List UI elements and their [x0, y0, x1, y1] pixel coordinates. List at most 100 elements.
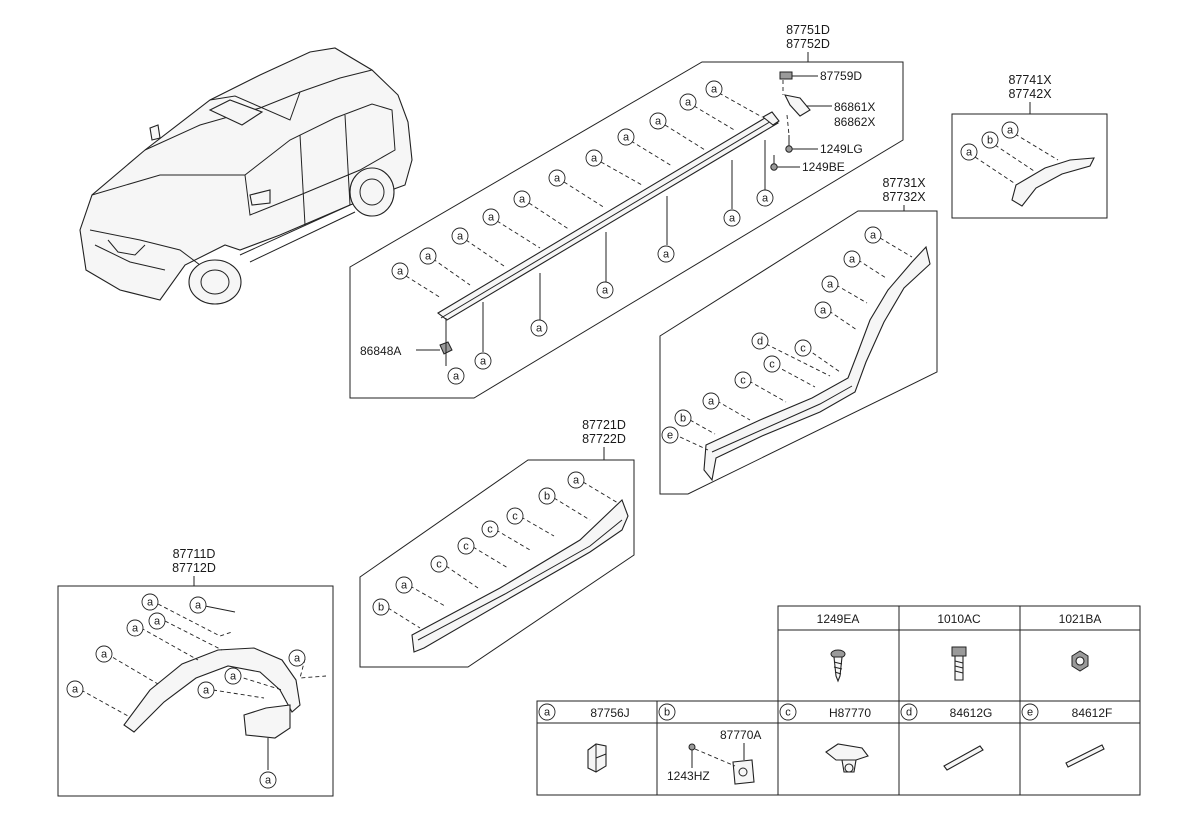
callout-a: a [530, 319, 548, 337]
part-number: 1249LG [820, 142, 863, 156]
callout-letter: a [849, 254, 856, 266]
callout-letter: b [664, 707, 670, 719]
callout-c: c [457, 537, 475, 555]
callout-letter: b [987, 135, 993, 147]
callout-a: a [548, 169, 566, 187]
callout-letter: c [463, 541, 469, 553]
part-number: 87742X [1008, 87, 1052, 101]
callout-letter: a [827, 279, 834, 291]
callout-letter: a [966, 147, 973, 159]
callout-b: b [372, 598, 390, 616]
callout-a: a [391, 262, 409, 280]
part-number: 87732X [882, 190, 926, 204]
callout-a: a [814, 301, 832, 319]
tape-icon [1065, 744, 1105, 768]
table-header: H87770 [829, 706, 871, 720]
clip-nut-icon [732, 759, 755, 785]
part-number: 86861X [834, 100, 875, 114]
part-number: 86848A [360, 344, 401, 358]
callout-a: a [617, 128, 635, 146]
callout-letter: a [544, 707, 551, 719]
callout-letter: a [480, 356, 487, 368]
callout-letter: d [757, 336, 763, 348]
callout-letter: c [436, 559, 442, 571]
callout-a: a [821, 275, 839, 293]
callout-letter: a [573, 475, 580, 487]
callout-letter: a [195, 600, 202, 612]
part-number: 87770A [720, 728, 761, 742]
table-header: 1021BA [1059, 612, 1102, 626]
callout-letter: a [453, 371, 460, 383]
callout-a: a [288, 649, 306, 667]
callout-a: a [474, 352, 492, 370]
clip-icon [587, 743, 607, 773]
callout-a: a [447, 367, 465, 385]
table-header: 87756J [590, 706, 629, 720]
front-arch-group: 87711D 87712D [57, 547, 334, 797]
callout-a: a [864, 226, 882, 244]
table-header: 1249EA [817, 612, 860, 626]
callout-letter: a [685, 97, 692, 109]
part-number: 87731X [882, 176, 926, 190]
callout-a: a [66, 680, 84, 698]
callout-letter: a [623, 132, 630, 144]
part-number: 87751D [786, 23, 830, 37]
callout-a: a [679, 93, 697, 111]
tape-icon [943, 745, 984, 771]
callout-letter: c [800, 343, 806, 355]
callout-a: a [224, 667, 242, 685]
callout-b: b [981, 131, 999, 149]
part-number: 87759D [820, 69, 862, 83]
callout-letter: a [147, 597, 154, 609]
callout-e: e [661, 426, 679, 444]
table-header: 84612F [1072, 706, 1113, 720]
front-door-group: 87721D 87722D [359, 418, 635, 668]
screw-icon [830, 649, 846, 683]
part-number: 1243HZ [667, 769, 710, 783]
callout-letter: a [1007, 125, 1014, 137]
callout-a: a [705, 80, 723, 98]
callout-b: b [674, 409, 692, 427]
part-number: 87741X [1008, 73, 1052, 87]
callout-a: a [567, 471, 585, 489]
callout-c: c [430, 555, 448, 573]
callout-a: a [419, 247, 437, 265]
callout-letter: a [154, 616, 161, 628]
callout-b: b [538, 487, 556, 505]
table-header: 84612G [950, 706, 993, 720]
callout-c: c [779, 703, 797, 721]
table-header: 1010AC [937, 612, 981, 626]
callout-a: a [585, 149, 603, 167]
callout-letter: a [708, 396, 715, 408]
vehicle-illustration [79, 47, 413, 305]
callout-letter: a [203, 685, 210, 697]
callout-a: a [596, 281, 614, 299]
callout-a: a [482, 208, 500, 226]
callout-letter: a [602, 285, 609, 297]
callout-letter: d [906, 707, 912, 719]
callout-letter: a [711, 84, 718, 96]
callout-a: a [843, 250, 861, 268]
callout-a: a [649, 112, 667, 130]
rear-door-group: 87731X 87732X [659, 176, 938, 495]
callout-letter: a [554, 173, 561, 185]
callout-letter: a [397, 266, 404, 278]
callout-a: a [197, 681, 215, 699]
fastener-table: 1249EA 1010AC 1021BA 87756J H87770 84612… [536, 605, 1141, 796]
part-number: 1249BE [802, 160, 845, 174]
callout-letter: e [1027, 707, 1033, 719]
callout-letter: a [401, 580, 408, 592]
callout-a: a [259, 771, 277, 789]
callout-letter: a [132, 623, 139, 635]
part-number: 87712D [172, 561, 216, 575]
callout-letter: a [457, 231, 464, 243]
callout-letter: a [729, 213, 736, 225]
callout-letter: c [740, 375, 746, 387]
callout-d: d [900, 703, 918, 721]
part-number: 86862X [834, 115, 875, 129]
callout-a: a [723, 209, 741, 227]
callout-d: d [751, 332, 769, 350]
callout-letter: a [591, 153, 598, 165]
callout-letter: a [488, 212, 495, 224]
